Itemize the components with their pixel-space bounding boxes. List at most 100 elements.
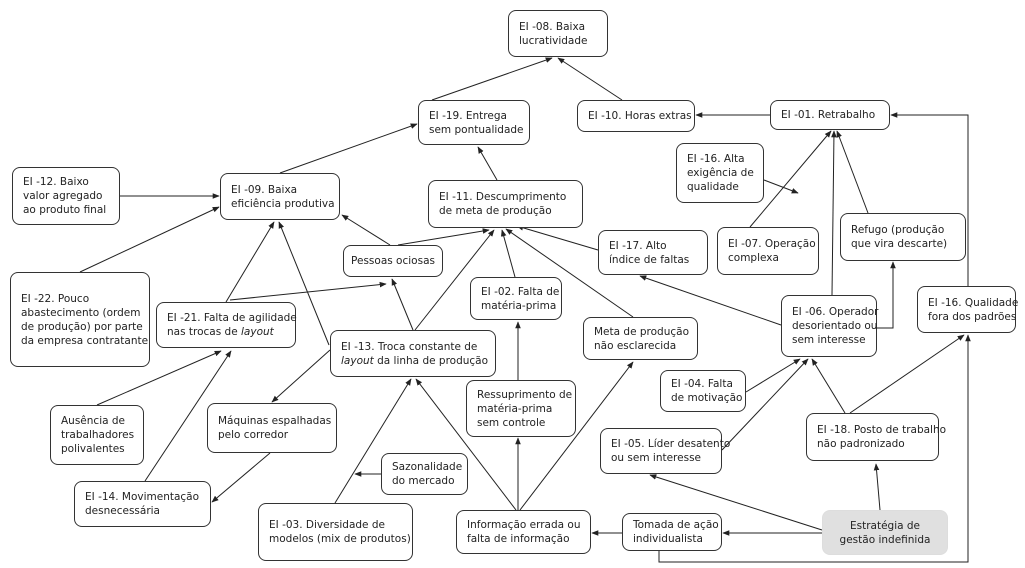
arrow (763, 179, 799, 194)
node-text: matéria-prima (481, 299, 557, 312)
node-text: modelos (mix de produtos) (269, 533, 411, 545)
node-text: EI -02. Falta de (481, 285, 560, 298)
node-ausencia-polivalentes: Ausência de trabalhadores polivalentes (50, 405, 144, 465)
arrow (391, 278, 414, 331)
node-text: complexa (728, 252, 779, 264)
node-text: da empresa contratante (21, 334, 149, 347)
node-text: exigência de (687, 167, 754, 179)
arrow (211, 452, 271, 503)
arrow (431, 57, 553, 101)
arrow (96, 350, 222, 406)
arrow (639, 275, 782, 326)
node-text: EI -03. Diversidade de (269, 519, 385, 531)
arrow (649, 474, 823, 531)
node-text: não esclarecida (594, 339, 677, 352)
node-text-italic: layout (341, 354, 374, 367)
node-text: ao produto final (23, 204, 107, 216)
arrow (516, 225, 599, 251)
node-text: individualista (633, 533, 703, 545)
node-sazonalidade: Sazonalidade do mercado (381, 453, 468, 495)
node-text: fora dos padrões (928, 310, 1017, 323)
node-text: EI -22. Pouco (21, 292, 90, 305)
node-text: Ausência de (61, 415, 126, 427)
node-pessoas-ociosas: Pessoas ociosas (343, 245, 443, 277)
node-text: EI -05. Líder desatento (611, 438, 731, 450)
node-tomada-acao-individualista: Tomada de ação individualista (622, 513, 722, 551)
node-text: nas trocas de (167, 326, 242, 338)
node-text: desorientado ou (792, 320, 878, 332)
node-text: polivalentes (61, 443, 125, 455)
node-text: EI -19. Entrega (429, 109, 507, 122)
node-text-italic: layout (241, 326, 274, 338)
arrow (271, 349, 331, 403)
node-text: eficiência produtiva (231, 197, 335, 210)
arrow (658, 334, 971, 563)
arrow (500, 229, 516, 278)
arrow (505, 228, 634, 318)
node-text: Pessoas ociosas (351, 255, 435, 267)
node-text: EI -16. Qualidade (928, 296, 1019, 309)
arrow (811, 358, 846, 414)
node-text: desnecessária (85, 505, 160, 517)
node-text: sem controle (477, 416, 546, 429)
node-ei03-diversidade-modelos: EI -03. Diversidade de modelos (mix de pr… (258, 503, 413, 561)
arrow (890, 112, 969, 286)
node-text: Sazonalidade (392, 461, 463, 473)
node-text: EI -14. Movimentação (85, 491, 200, 503)
node-text: trabalhadores (61, 429, 135, 441)
node-text: EI -09. Baixa (231, 183, 298, 196)
node-text: Tomada de ação (633, 519, 719, 531)
arrow (873, 463, 881, 511)
node-text: índice de faltas (609, 253, 690, 266)
node-text: EI -07. Operação (728, 238, 816, 250)
node-text: qualidade (687, 181, 739, 193)
arrow (229, 281, 387, 301)
node-text: EI -13. Troca constante de (341, 340, 478, 353)
arrow (79, 206, 220, 273)
node-ei01-retrabalho: EI -01. Retrabalho (770, 100, 890, 130)
node-ei14-movimentacao: EI -14. Movimentação desnecessária (74, 481, 211, 527)
arrow (477, 146, 498, 181)
arrow (519, 361, 634, 511)
arrow (279, 123, 418, 174)
arrow (278, 221, 330, 346)
arrow (341, 214, 391, 246)
node-text: EI -06. Operador (792, 306, 879, 318)
node-text: do mercado (392, 475, 455, 487)
node-text: abastecimento (ordem (21, 306, 141, 319)
arrow (144, 350, 232, 482)
node-text: lucratividade (519, 34, 588, 47)
node-text: Máquinas espalhadas (218, 415, 332, 427)
arrow (397, 228, 490, 246)
node-text: EI -17. Alto (609, 239, 667, 252)
arrow (849, 334, 965, 414)
node-text: valor agregado (23, 190, 103, 202)
node-text: Refugo (produção (851, 224, 945, 236)
arrow (831, 130, 837, 296)
node-text-line: nas trocas de layout (167, 325, 285, 339)
arrow (749, 130, 832, 228)
arrow (414, 229, 495, 331)
arrow (877, 261, 896, 329)
node-text: EI -10. Horas extras (588, 110, 692, 122)
